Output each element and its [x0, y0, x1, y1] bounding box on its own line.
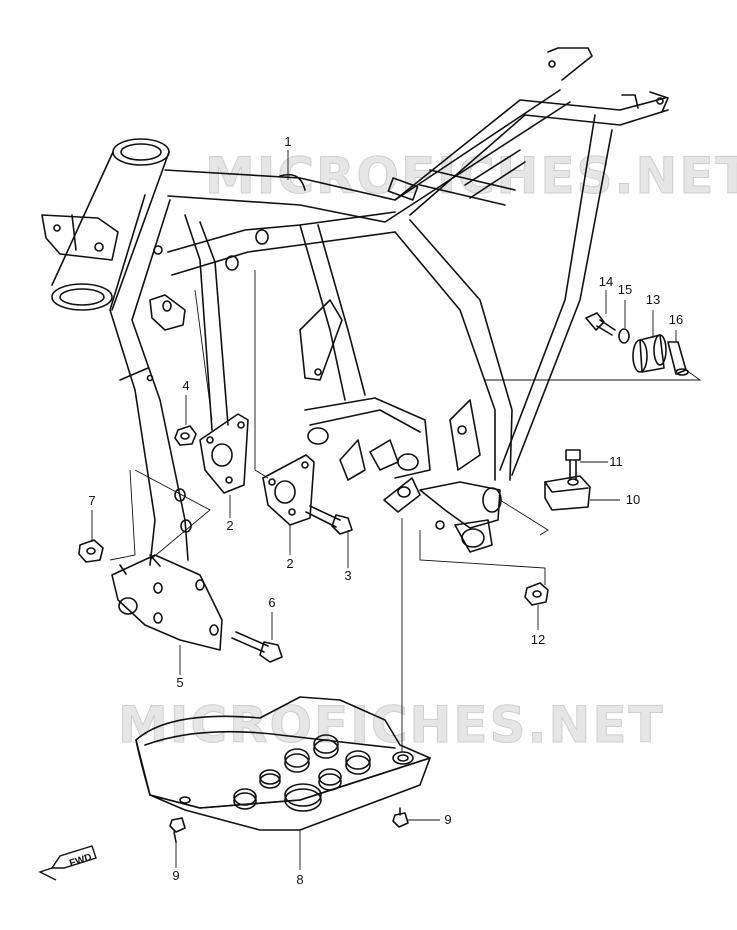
leader-lines: [91, 150, 702, 870]
nut-4: [174, 425, 197, 446]
bolt-14: [585, 312, 616, 336]
callout-7: 7: [88, 493, 95, 508]
forward-direction-arrow: FWD: [38, 845, 97, 881]
callout-8: 8: [296, 872, 303, 887]
callout-13: 13: [646, 292, 660, 307]
nut-7: [78, 539, 104, 563]
callout-12: 12: [531, 632, 545, 647]
callout-16: 16: [669, 312, 683, 327]
watermark-bottom: MICROFICHES.NET: [118, 696, 665, 754]
callout-2-right: 2: [286, 556, 293, 571]
callout-10: 10: [626, 492, 640, 507]
rubber-mount-10: [544, 475, 591, 511]
engine-mount-plate-5: [111, 554, 223, 651]
bolt-11: [565, 449, 581, 481]
bolt-3: [305, 505, 353, 535]
callout-4: 4: [182, 378, 189, 393]
collar-16: [667, 341, 689, 376]
callout-9-left: 9: [172, 868, 179, 883]
callout-9-right: 9: [444, 812, 451, 827]
bolt-9-left: [169, 817, 186, 843]
callout-1: 1: [284, 134, 291, 149]
callout-3: 3: [344, 568, 351, 583]
watermark-top: MICROFICHES.NET: [205, 147, 737, 205]
rubber-cushion-13: [632, 334, 667, 373]
callout-14: 14: [599, 274, 613, 289]
callout-15: 15: [618, 282, 632, 297]
bolt-6: [231, 631, 283, 663]
nut-12: [524, 582, 549, 606]
callout-2-left: 2: [226, 518, 233, 533]
callout-6: 6: [268, 595, 275, 610]
engine-bracket-right: [262, 454, 315, 526]
skid-plate-8: [135, 696, 431, 831]
frame-main: [41, 47, 669, 566]
callout-11: 11: [609, 454, 623, 469]
washer-15: [618, 328, 630, 344]
engine-bracket-left: [199, 413, 249, 494]
bolt-9-right: [392, 807, 409, 828]
callout-5: 5: [176, 675, 183, 690]
callouts: 1 4 2 2 3 7 6 5 8 9 9 11 10 12 14 15 13 …: [88, 134, 683, 887]
